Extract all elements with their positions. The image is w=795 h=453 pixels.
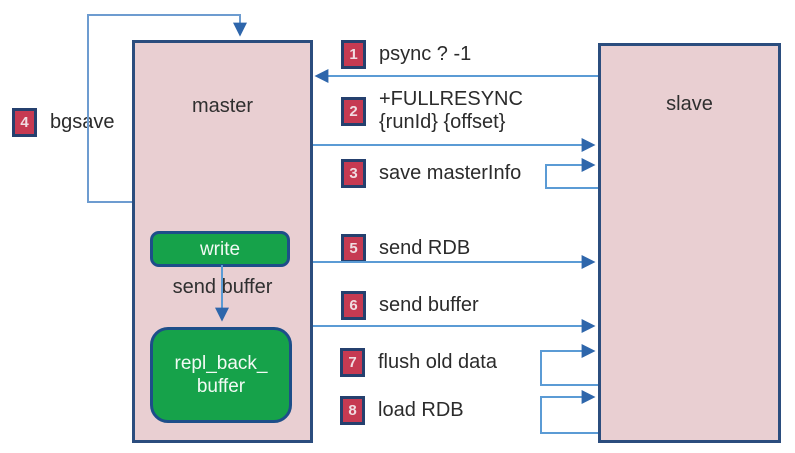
step-7-badge: 7 — [340, 348, 365, 377]
step-4-badge: 4 — [12, 108, 37, 137]
step-5-badge: 5 — [341, 234, 366, 263]
step-3-badge: 3 — [341, 159, 366, 188]
step-row-send-rdb: 5 send RDB — [341, 234, 470, 263]
arrow-load-rdb-selfloop — [540, 390, 598, 434]
step-row-fullresync: 2 +FULLRESYNC {runId} {offset} — [341, 88, 523, 134]
step-row-bgsave: 4 bgsave — [12, 108, 115, 137]
master-label: master — [191, 95, 254, 117]
step-2-badge: 2 — [341, 96, 366, 126]
step-row-load-rdb: 8 load RDB — [340, 396, 464, 425]
step-row-send-buffer: 6 send buffer — [341, 291, 479, 320]
step-1-label: psync ? -1 — [379, 43, 472, 65]
slave-label: slave — [666, 93, 713, 115]
step-3-label: save masterInfo — [379, 162, 522, 184]
step-2-label: +FULLRESYNC {runId} {offset} — [379, 88, 523, 133]
step-4-label: bgsave — [50, 111, 115, 133]
step-row-save-masterinfo: 3 save masterInfo — [341, 159, 521, 188]
slave-node: slave — [598, 43, 781, 443]
step-7-label: flush old data — [378, 351, 497, 373]
step-6-label: send buffer — [379, 294, 479, 316]
step-6-badge: 6 — [341, 291, 366, 320]
step-row-psync: 1 psync ? -1 — [341, 40, 471, 69]
step-8-badge: 8 — [340, 396, 365, 425]
arrow-save-masterinfo-selfloop — [545, 158, 598, 189]
step-1-badge: 1 — [341, 40, 366, 69]
step-5-label: send RDB — [379, 237, 471, 259]
master-node: master write send buffer repl_back_ buff… — [132, 40, 313, 443]
repl-back-buffer-box: repl_back_ buffer — [150, 327, 292, 423]
step-row-flush-old-data: 7 flush old data — [340, 348, 497, 377]
send-buffer-inner-label: send buffer — [172, 276, 273, 298]
arrow-flush-old-data-selfloop — [540, 344, 598, 386]
step-8-label: load RDB — [378, 399, 464, 421]
write-box: write — [150, 231, 290, 267]
